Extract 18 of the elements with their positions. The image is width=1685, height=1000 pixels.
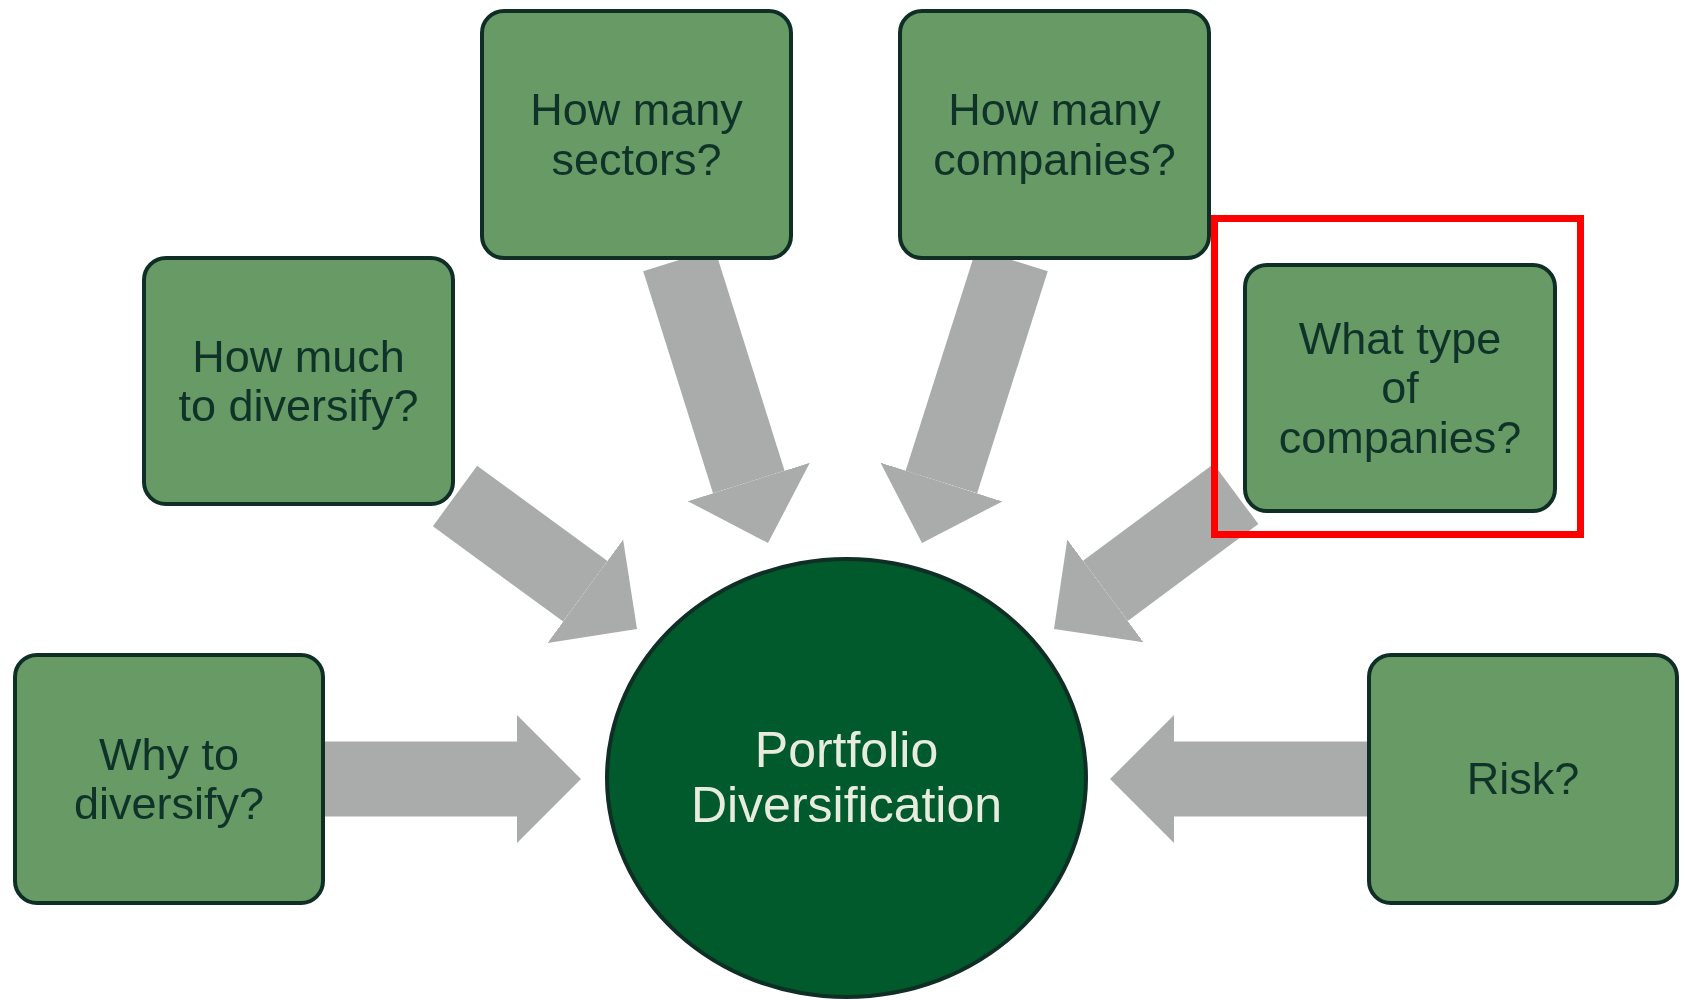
question-box xyxy=(1367,653,1679,905)
question-box xyxy=(1243,263,1557,513)
node-label: How much to diversify? xyxy=(177,331,420,431)
question-box xyxy=(480,9,793,260)
node-label: Portfolio Diversification xyxy=(689,723,1004,833)
block-arrow xyxy=(325,715,581,843)
node-label: How many companies? xyxy=(932,85,1177,184)
node-label: Why to diversify? xyxy=(72,729,266,829)
node-label: How many sectors? xyxy=(529,85,744,184)
question-box xyxy=(142,256,455,506)
question-box xyxy=(13,653,325,905)
block-arrow xyxy=(432,465,637,643)
node-label: What type of companies? xyxy=(1277,313,1523,463)
node-label: Risk? xyxy=(1466,754,1580,804)
highlight-frame xyxy=(1211,215,1584,538)
block-arrow xyxy=(1054,463,1259,643)
question-box xyxy=(898,9,1211,260)
block-arrow xyxy=(1110,715,1367,843)
